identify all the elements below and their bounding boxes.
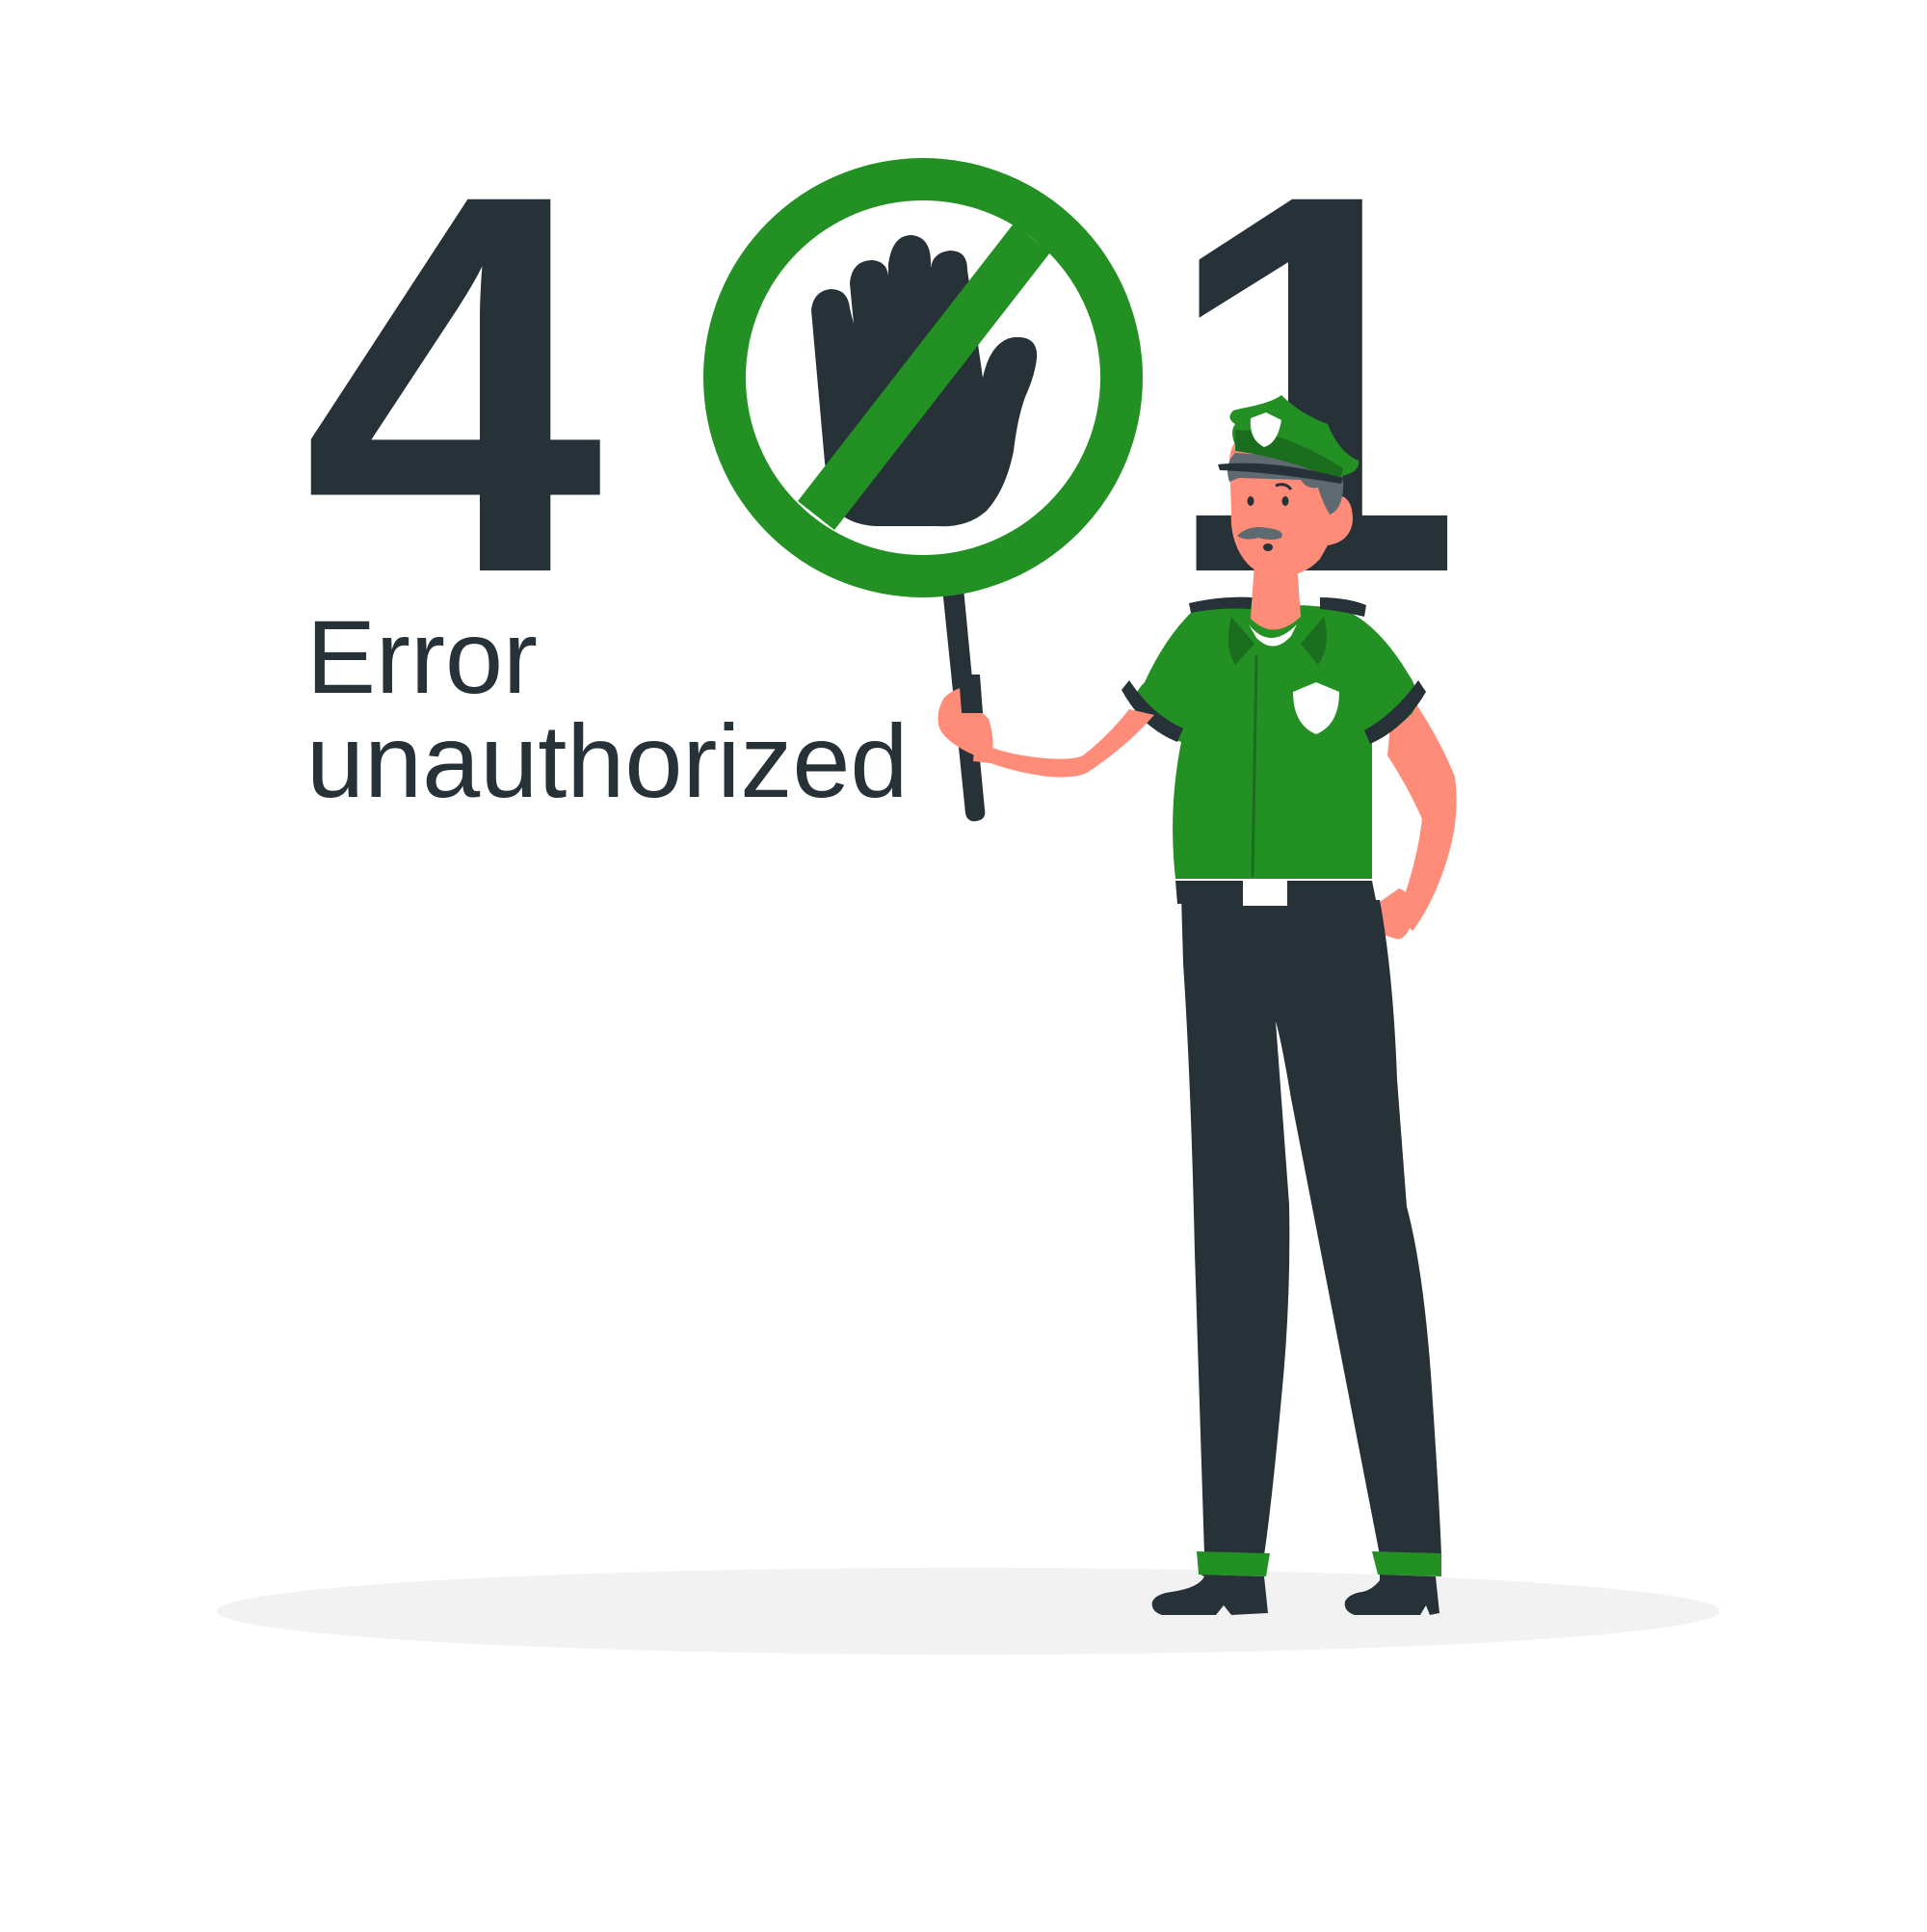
officer-left-arm xyxy=(973,709,1154,778)
shirt-collar-shade-right xyxy=(1301,617,1327,665)
error-message: Error unauthorized xyxy=(306,605,908,813)
officer-moustache xyxy=(1237,527,1282,540)
digit-four: 4 xyxy=(303,82,606,685)
officer-trousers xyxy=(1181,896,1441,1555)
officer-left-cuff xyxy=(1197,1551,1270,1576)
officer-left-shoe xyxy=(1151,1575,1268,1615)
officer-eye-left xyxy=(1247,496,1254,506)
shirt-collar-shade xyxy=(1227,617,1254,665)
shirt-badge-icon xyxy=(1293,682,1339,734)
digit-four-text: 4 xyxy=(303,82,606,685)
error-message-line-2: unauthorized xyxy=(306,702,909,819)
cap-badge-icon xyxy=(1250,412,1281,447)
ground-shadow xyxy=(217,1568,1720,1654)
digit-one: 1 xyxy=(1162,82,1462,685)
belt-buckle xyxy=(1243,881,1287,906)
right-epaulette xyxy=(1320,597,1366,617)
left-sleeve-band xyxy=(1122,680,1183,742)
police-officer xyxy=(937,395,1457,1615)
officer-neck xyxy=(1251,563,1301,630)
officer-cap-brim xyxy=(1218,463,1343,484)
left-epaulette xyxy=(1189,596,1253,613)
officer-shirt xyxy=(1134,603,1417,879)
no-entry-hand-icon xyxy=(703,158,1143,597)
right-sleeve-band xyxy=(1364,680,1426,744)
digit-one-text: 1 xyxy=(1162,82,1462,685)
officer-eye-right xyxy=(1281,496,1289,506)
error-message-line-1: Error xyxy=(306,598,538,715)
officer-mouth xyxy=(1263,543,1273,551)
officer-right-cuff xyxy=(1372,1551,1441,1576)
officer-right-arm xyxy=(1387,675,1457,931)
shirt-placket xyxy=(1251,654,1258,878)
officer-brow-right xyxy=(1275,483,1293,490)
officer-left-hand xyxy=(937,686,993,759)
officer-right-shoe xyxy=(1344,1575,1439,1615)
officer-collar-opening xyxy=(1249,624,1297,647)
sign-pole-front xyxy=(959,675,983,713)
